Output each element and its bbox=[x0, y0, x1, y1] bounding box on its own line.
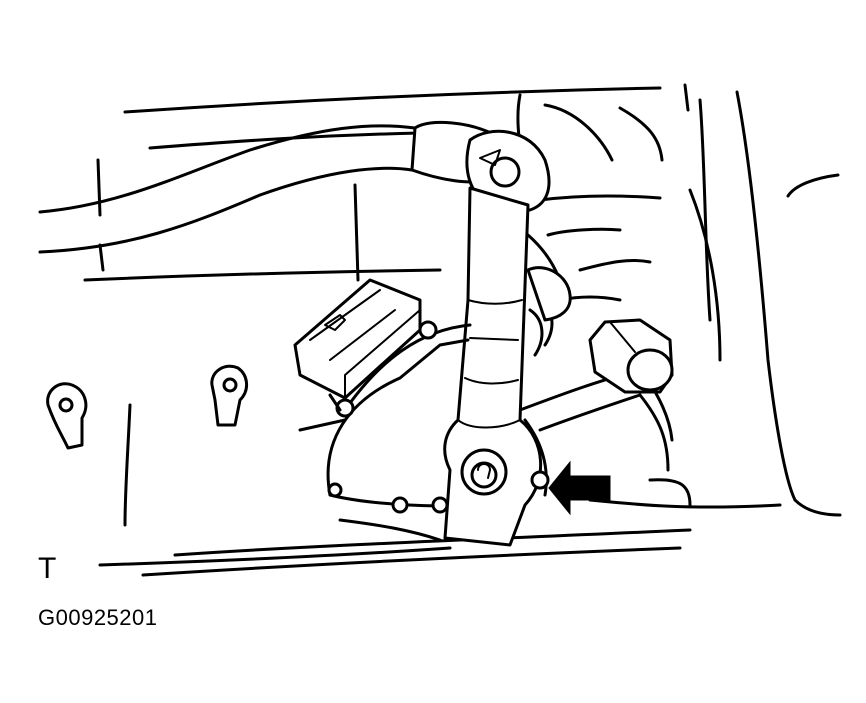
bracket-tabs bbox=[46, 364, 248, 450]
hex-plug bbox=[588, 318, 674, 394]
manual-lever bbox=[443, 186, 543, 547]
neutral-start-switch bbox=[326, 233, 572, 514]
arrow-pointer-icon bbox=[548, 460, 611, 516]
figure-code: G00925201 bbox=[38, 605, 158, 630]
switch-connector bbox=[293, 278, 422, 412]
transmission-case-lines bbox=[83, 83, 842, 577]
view-mark: T bbox=[38, 552, 57, 585]
control-rod bbox=[38, 120, 497, 254]
